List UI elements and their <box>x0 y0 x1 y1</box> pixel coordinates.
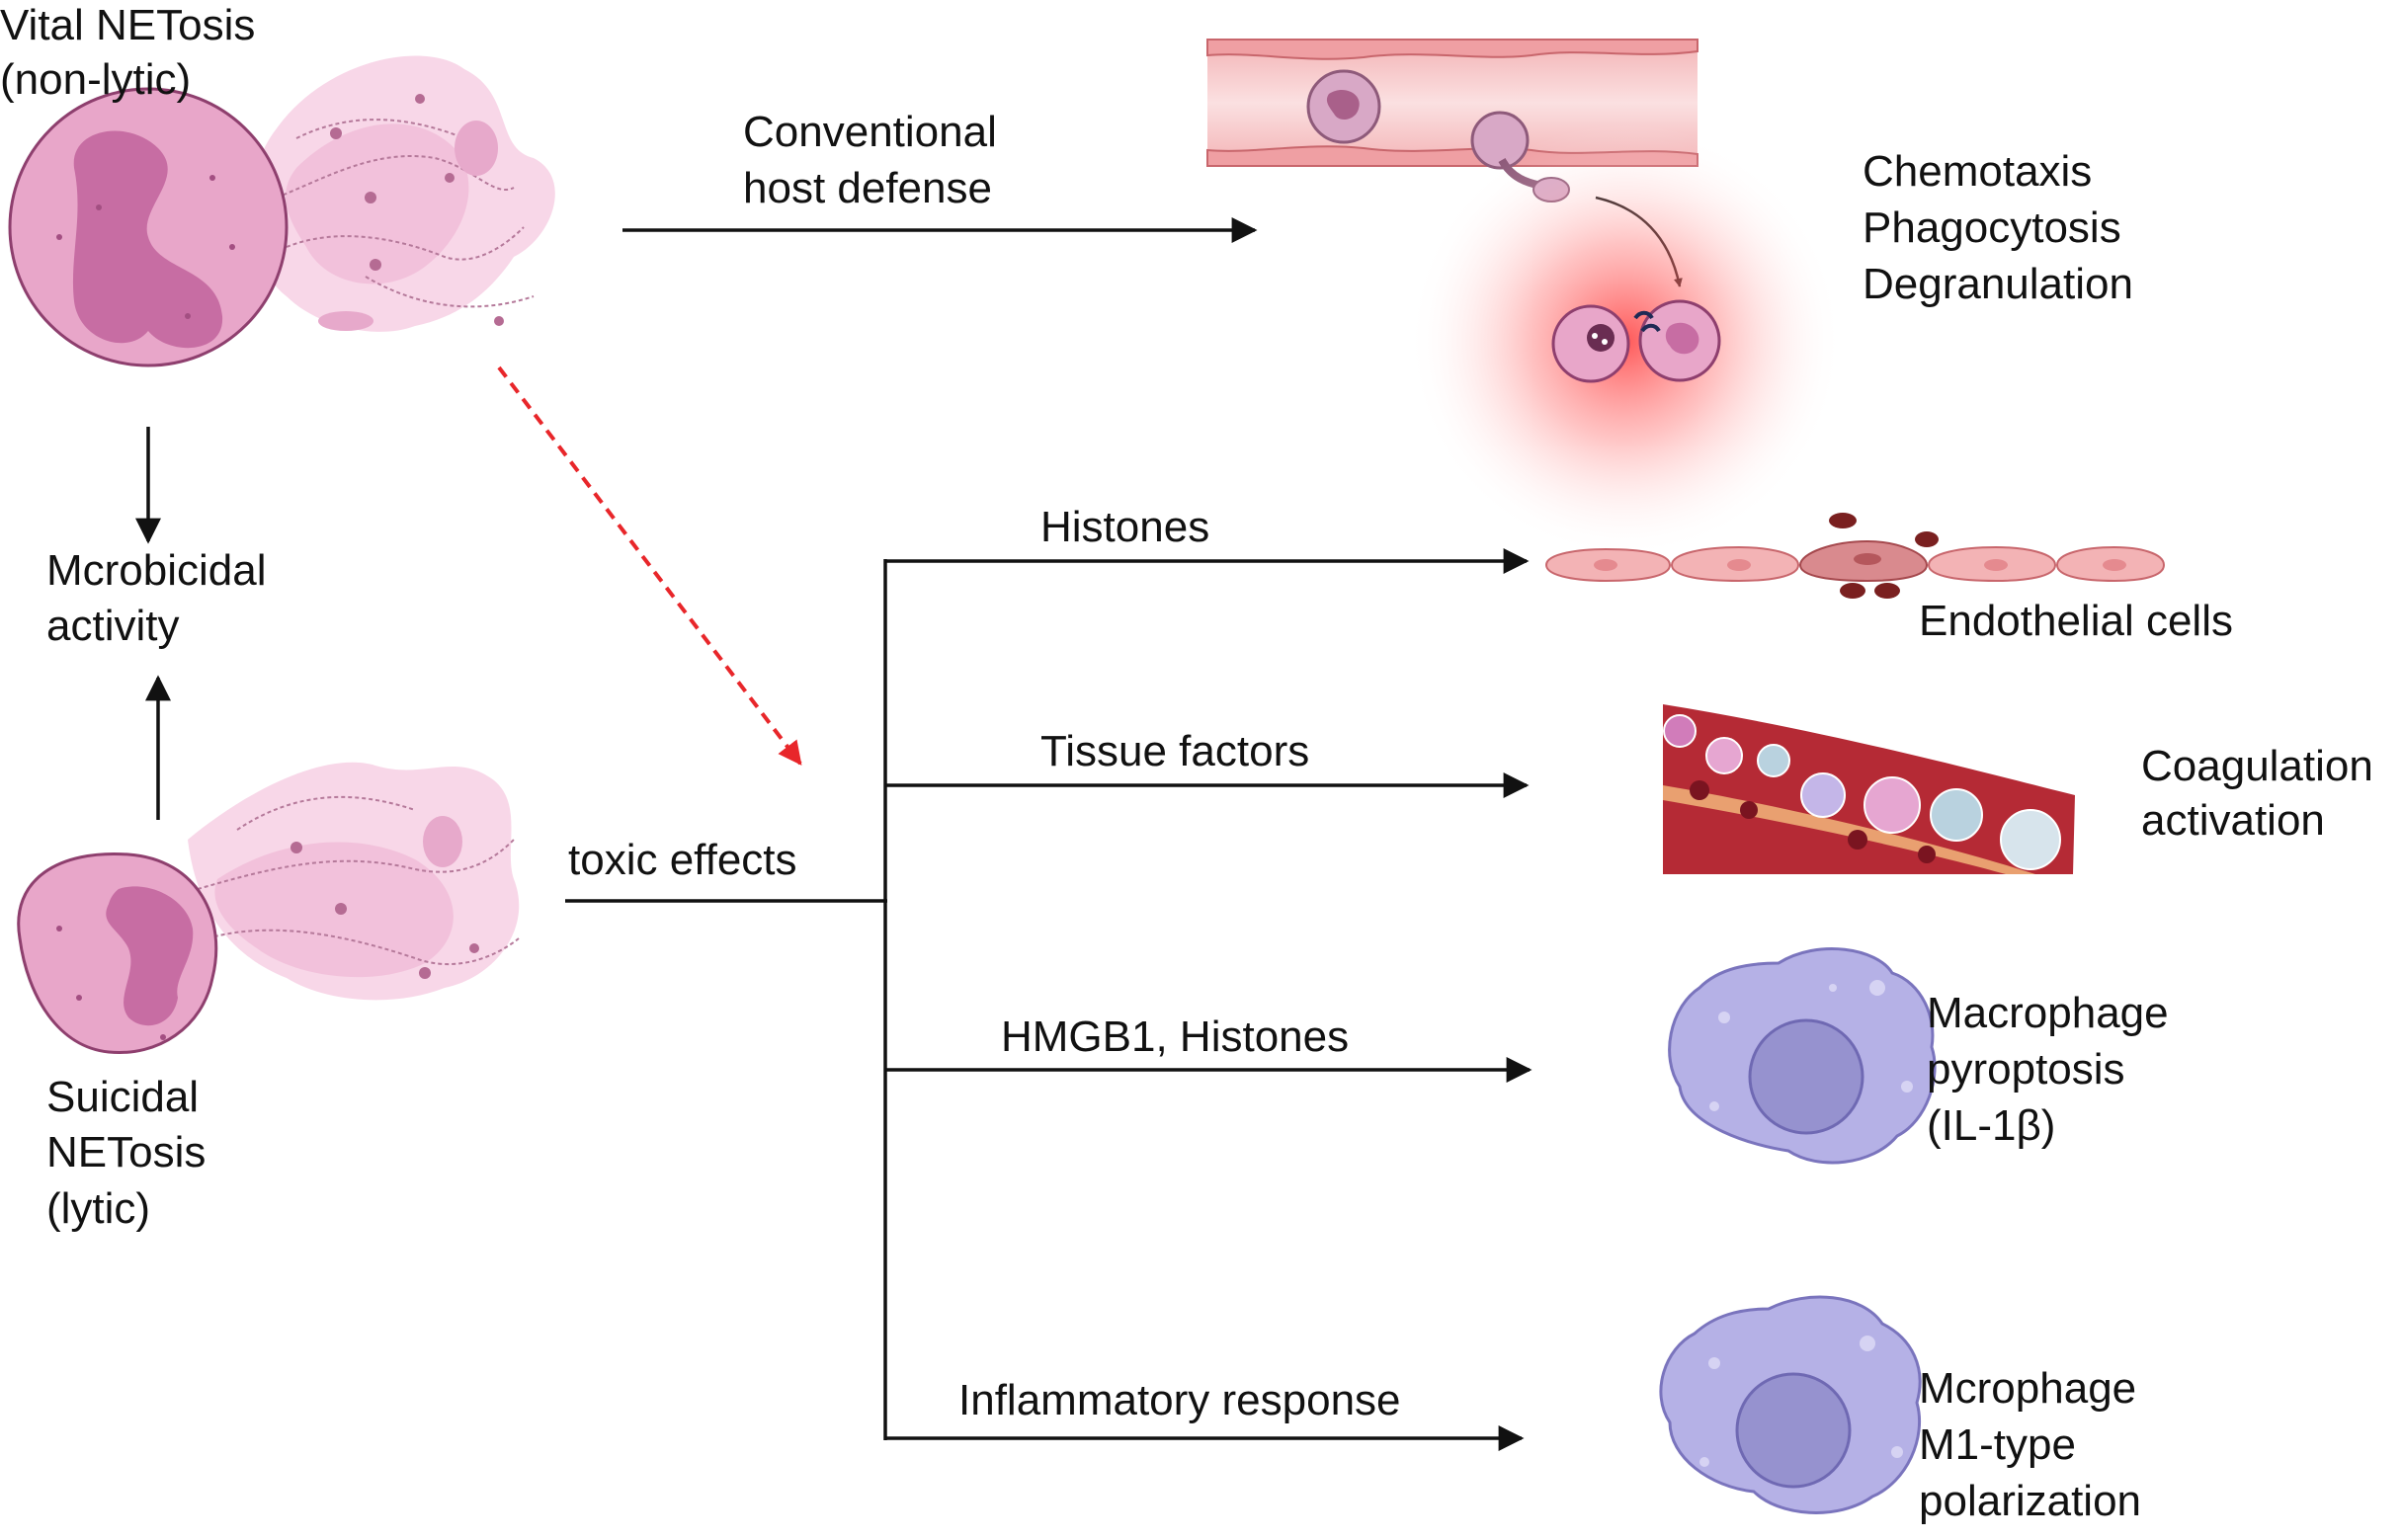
suicidal-neutrophil-icon <box>17 762 520 1055</box>
degranulation-label: Degranulation <box>1863 260 2133 308</box>
netosis-to-toxic-dashed-arrow <box>497 365 802 766</box>
lytic-label: (lytic) <box>46 1184 150 1233</box>
coagulation-label: Coagulation <box>2141 742 2373 790</box>
il1b-label: (IL-1β) <box>1927 1101 2055 1150</box>
suicidal-label: Suicidal <box>46 1073 199 1121</box>
suicidal-netosis-label: NETosis <box>46 1128 206 1176</box>
vital-neutrophil-icon <box>8 55 555 367</box>
macrophage-label: Macrophage <box>1927 989 2169 1037</box>
host-defense-label: host defense <box>743 164 992 212</box>
toxic-effects-label: toxic effects <box>568 836 797 884</box>
microbicidal-label: Mcrobicidal <box>46 546 267 595</box>
pyroptosis-label: pyroptosis <box>1927 1045 2125 1094</box>
endothelial-cells-label: Endothelial cells <box>1919 597 2233 645</box>
phagocytosis-label: Phagocytosis <box>1863 203 2121 252</box>
m1-type-label: M1-type <box>1919 1420 2076 1469</box>
vital-netosis-sublabel: (non-lytic) <box>0 55 191 104</box>
activation-label: activation <box>2141 796 2325 845</box>
macrophage-pyroptosis-icon <box>1668 947 1937 1165</box>
blood-vessel-icon <box>1206 39 1698 203</box>
tissue-factors-label: Tissue factors <box>1040 727 1309 775</box>
hmgb1-histones-label: HMGB1, Histones <box>1001 1013 1349 1061</box>
macrophage-m1-icon <box>1659 1295 1922 1514</box>
coagulation-vessel-icon <box>1663 704 2075 874</box>
polarization-label: polarization <box>1919 1477 2141 1525</box>
microbicidal-activity-label: activity <box>46 602 179 650</box>
conventional-label: Conventional <box>743 108 997 156</box>
phagocytosis-glow-icon <box>1408 123 1843 558</box>
mcrophage-label: Mcrophage <box>1919 1364 2136 1413</box>
inflammatory-response-label: Inflammatory response <box>958 1376 1401 1424</box>
endothelial-cells-icon <box>1544 513 2166 599</box>
vital-netosis-label: Vital NETosis <box>0 1 255 49</box>
histones-label: Histones <box>1040 503 1209 551</box>
chemotaxis-label: Chemotaxis <box>1863 147 2092 196</box>
